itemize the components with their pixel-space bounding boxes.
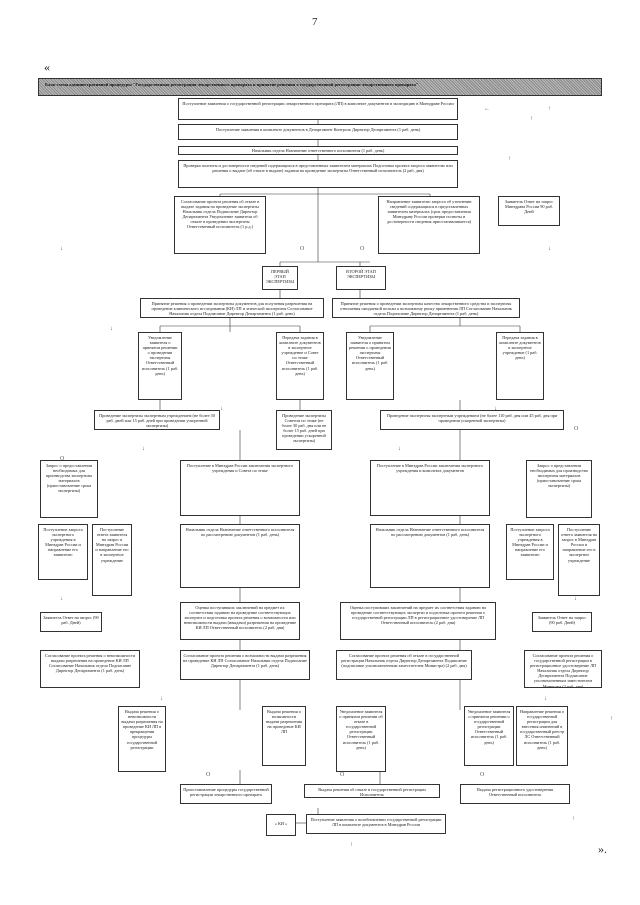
svg-text:↓: ↓ (142, 446, 145, 452)
svg-text:O: O (300, 246, 305, 252)
box-dept-receipt: Поступление заявления в комплекте докуме… (178, 124, 458, 140)
box-head-assign: Начальник отдела Назначение ответственно… (178, 146, 458, 155)
svg-text:↑: ↑ (610, 716, 613, 722)
svg-text:↓: ↓ (110, 326, 113, 332)
svg-text:↑: ↑ (530, 116, 533, 122)
box-notify-refusal: Уведомление заявителя о принятом решении… (336, 706, 386, 772)
box-ki: « КИ » (266, 814, 296, 836)
box-request-sent-right: Поступление запроса экспертного учрежден… (506, 524, 554, 580)
box-notify-registration: Уведомление заявителя о принятом решении… (464, 706, 514, 766)
box-ethics-council: Проведение экспертизы Советом по этике (… (276, 410, 332, 450)
box-final-receipt: Поступление заявления о возобновлении го… (306, 814, 446, 834)
box-stage-two: ВТОРОЙ ЭТАП ЭКСПЕРТИЗЫ (336, 266, 386, 290)
box-issue-permit: Выдача решения о возможности выдачи разр… (262, 706, 306, 766)
svg-text:↑: ↑ (548, 106, 551, 112)
box-answer-received-left: Поступление ответа заявителя на запрос в… (92, 524, 132, 596)
page-number: 7 (312, 16, 318, 28)
svg-text:↑: ↑ (508, 156, 511, 162)
box-request-materials-right: Запрос о представлении необходимых для п… (526, 460, 592, 518)
box-evaluation-left: Оценка поступивших заключений на предмет… (180, 602, 300, 640)
box-conclusion-right: Поступление в Минздрав России заключения… (370, 460, 490, 516)
svg-text:↓: ↓ (548, 246, 551, 252)
box-decision-left: Принятие решения о проведении экспертизы… (140, 298, 324, 318)
box-transfer-one: Передача задания в комплекте документов … (276, 332, 324, 400)
box-applicant-answer-left: Заявитель Ответ на запрос (90 раб. Дней) (40, 612, 102, 632)
box-head-assign-left: Начальник отдела Назначение ответственно… (180, 524, 300, 588)
opening-quote: « (44, 60, 50, 74)
box-receipt: Поступление заявления о государственной … (178, 98, 458, 120)
box-request-center: Направление заявителю запроса об уточнен… (378, 196, 480, 254)
box-register-entry: Направление решения о государственной ре… (516, 706, 568, 766)
svg-text:↓: ↓ (544, 696, 547, 702)
box-request-materials-left: Запрос о предоставлении необходимых для … (40, 460, 98, 518)
box-conclusion-left: Поступление в Минздрав России заключения… (180, 460, 300, 516)
box-head-assign-right: Начальник отдела Назначение ответственно… (370, 524, 490, 588)
closing-quote: ». (598, 842, 607, 856)
header-band: Блок-схема административной процедуры "Г… (38, 78, 602, 96)
box-refusal-left: Согласование проекта решения об отказе в… (174, 196, 266, 254)
svg-text:O: O (480, 772, 485, 778)
svg-text:↓: ↓ (60, 246, 63, 252)
box-request-sent-left: Поступление запроса экспертного учрежден… (38, 524, 88, 580)
box-evaluation-right: Оценка поступивших заключений на предмет… (340, 602, 496, 640)
box-decision-right: Принятие решения о проведении экспертизы… (332, 298, 520, 318)
svg-text:↓: ↓ (494, 406, 497, 412)
box-transfer-two: Передача задания в комплекте документов … (496, 332, 544, 400)
svg-text:↓: ↓ (574, 596, 577, 602)
box-answer-received-right: Поступление ответа заявителя на запрос в… (558, 524, 600, 596)
svg-text:↓: ↓ (398, 446, 401, 452)
box-notify-two: Уведомление заявителя о принятом решении… (346, 332, 394, 400)
svg-text:O: O (574, 426, 579, 432)
box-approve-permit: Согласование проекта решения о возможнос… (180, 650, 310, 680)
svg-text:O: O (206, 772, 211, 778)
box-issue-certificate: Выдача регистрационного удостоверения От… (460, 784, 570, 804)
box-expertise-left: Проведение экспертизы экспертным учрежде… (94, 410, 220, 430)
box-notify-one: Уведомление заявителя о принятом решении… (138, 332, 182, 400)
box-issue-refusal-registration: Выдача решения об отказе в государственн… (304, 784, 440, 798)
svg-text:↓: ↓ (160, 696, 163, 702)
box-refusal-permit: Согласование проекта решения о невозможн… (40, 650, 140, 688)
svg-text:↓: ↓ (220, 406, 223, 412)
box-applicant-answer-right: Заявитель Ответ на запрос (90 раб. Дней) (532, 612, 592, 632)
box-suspend: Приостановление процедуры государственно… (180, 784, 272, 804)
box-refusal-registration: Согласование проекта решения о государст… (524, 650, 602, 688)
box-approve-registration: Согласование проекта решения об отказе в… (336, 650, 472, 680)
svg-text:↑: ↑ (572, 816, 575, 822)
box-applicant-answer-top: Заявитель Ответ на запрос Минздрава Росс… (498, 196, 560, 226)
svg-text:↑: ↑ (350, 842, 353, 848)
svg-text:O: O (60, 456, 65, 462)
box-check: Проверка полноты и достоверности сведени… (178, 160, 458, 188)
box-issue-refusal: Выдача решения о невозможности выдачи ра… (118, 706, 166, 772)
box-expertise-right: Проведение экспертизы экспертным учрежде… (380, 410, 564, 430)
svg-text:↓: ↓ (60, 596, 63, 602)
svg-text:←: ← (484, 106, 490, 112)
svg-text:O: O (340, 772, 345, 778)
svg-text:O: O (360, 246, 365, 252)
box-stage-one: ПЕРВЫЙ ЭТАП ЭКСПЕРТИЗЫ (262, 266, 298, 290)
